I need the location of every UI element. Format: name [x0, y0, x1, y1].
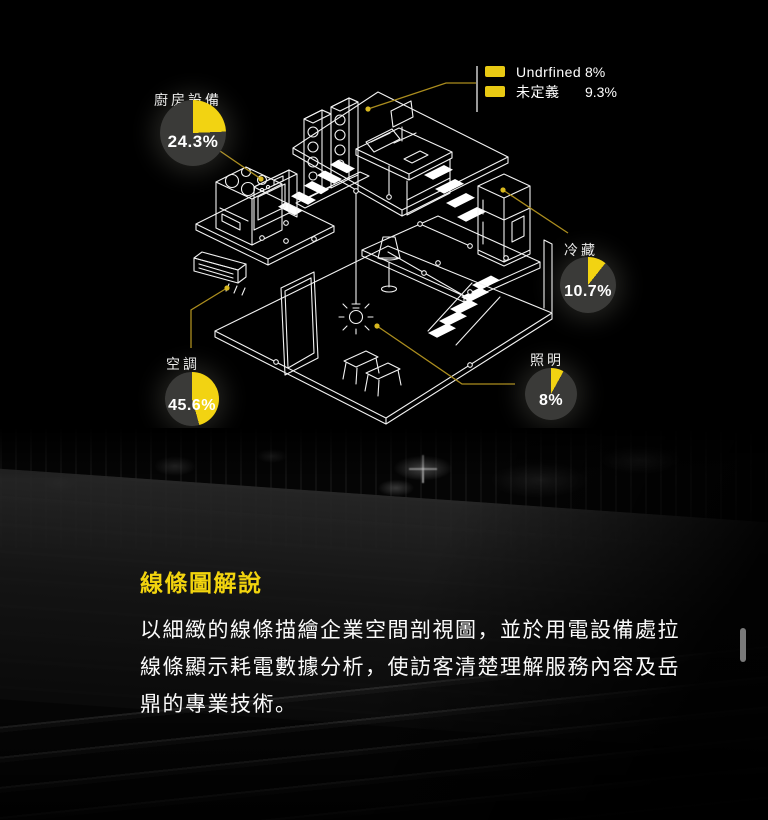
legend-row-undefined-en: Undrfined 8%	[485, 63, 617, 80]
lamp-post-highlight	[740, 628, 746, 662]
leader-undefined	[367, 82, 476, 110]
pie-label-cooling: 冷藏	[564, 242, 598, 258]
description-section: 線條圖解說 以細緻的線條描繪企業空間剖視圖，並於用電設備處拉線條顯示耗電數據分析…	[0, 428, 768, 820]
pie-value-cooling: 10.7%	[564, 283, 612, 301]
isometric-house-wireframe	[190, 82, 569, 425]
section-body-text: 以細緻的線條描繪企業空間剖視圖，並於用電設備處拉線條顯示耗電數據分析，使訪客清楚…	[140, 619, 680, 716]
wireframe-lines	[193, 91, 553, 425]
legend-value: 8%	[585, 63, 606, 80]
leader-cooling	[502, 189, 569, 234]
pie-chart-kitchen: 24.3%	[160, 100, 226, 166]
pie-label-lighting: 照明	[530, 352, 564, 368]
office-chair	[390, 100, 414, 128]
pie-value-hvac: 45.6%	[168, 397, 216, 415]
legend-rule	[476, 66, 478, 112]
desk	[355, 127, 453, 175]
section-heading: 線條圖解說	[140, 570, 263, 596]
leader-lighting	[376, 325, 515, 385]
legend-swatch	[485, 66, 505, 77]
pie-chart-lighting: 8%	[525, 368, 577, 420]
floor-lamp	[377, 236, 401, 293]
photo-vignette	[0, 428, 768, 820]
pie-chart-hvac: 45.6%	[165, 372, 219, 426]
infographic-section: 廚房設備 24.3% Undrfined 8% 未定義 9.3% 冷藏	[154, 63, 617, 426]
hanging-light-bulb	[338, 192, 374, 335]
leader-lines	[190, 82, 569, 385]
legend-swatch	[485, 86, 505, 97]
leader-kitchen	[219, 150, 262, 180]
pie-value-lighting: 8%	[538, 391, 564, 409]
junction-dots	[259, 188, 509, 368]
legend-label: 未定義	[516, 83, 560, 100]
air-conditioner	[193, 251, 247, 296]
legend-value: 9.3%	[585, 83, 617, 100]
pie-value-kitchen: 24.3%	[167, 131, 219, 151]
legend-row-undefined-zh: 未定義 9.3%	[485, 83, 617, 100]
legend-label: Undrfined	[516, 63, 582, 80]
computer-monitor	[365, 128, 401, 153]
pie-label-hvac: 空調	[166, 356, 200, 372]
description-copy: 線條圖解說 以細緻的線條描繪企業空間剖視圖，並於用電設備處拉線條顯示耗電數據分析…	[140, 564, 685, 723]
stools	[342, 350, 402, 397]
legend-undefined: Undrfined 8% 未定義 9.3%	[476, 64, 617, 112]
door	[280, 271, 319, 376]
pie-chart-cooling: 10.7%	[560, 257, 616, 313]
speaker-base	[295, 171, 370, 209]
leader-hvac	[190, 287, 228, 348]
